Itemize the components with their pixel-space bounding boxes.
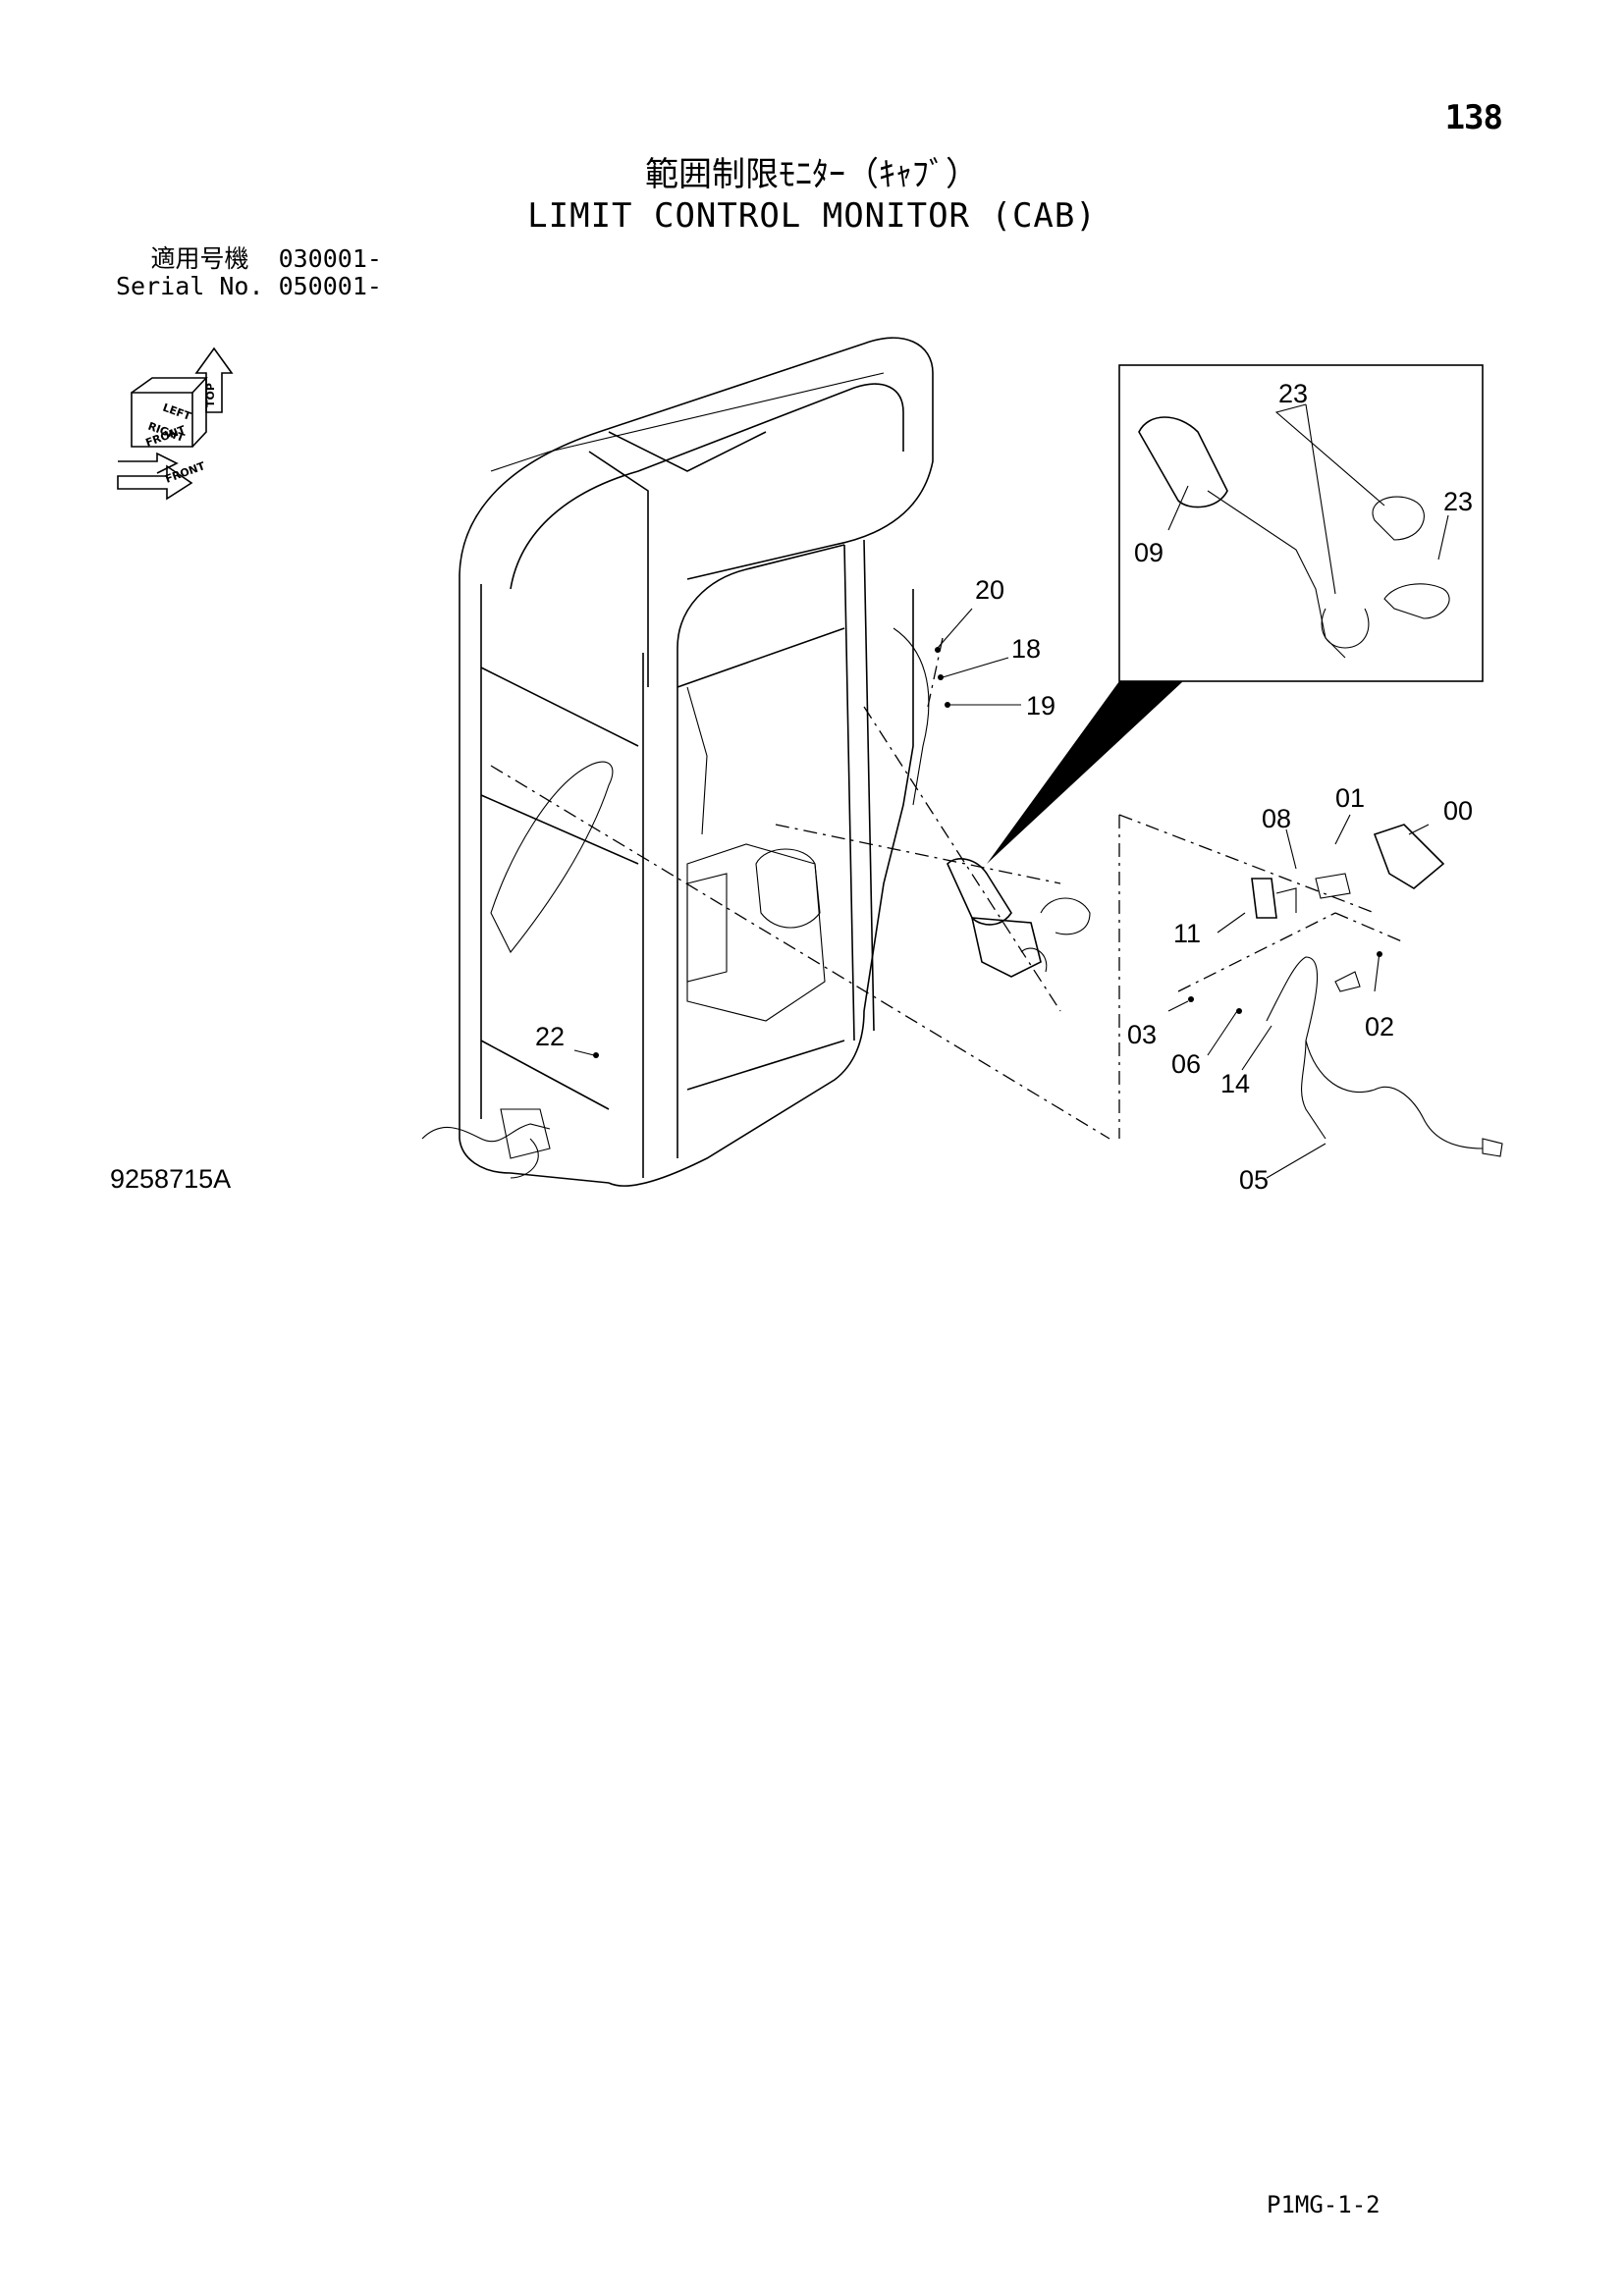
callout-09: 09 bbox=[1134, 538, 1164, 567]
callout-11: 11 bbox=[1173, 919, 1201, 948]
page-title: LIMIT CONTROL MONITOR (CAB) bbox=[527, 196, 1097, 236]
detail-inset bbox=[987, 364, 1484, 864]
callout-22: 22 bbox=[535, 1022, 565, 1051]
drawing-number: 9258715A bbox=[110, 1164, 232, 1194]
callout-20: 20 bbox=[975, 575, 1004, 605]
callout-00: 00 bbox=[1443, 796, 1473, 826]
serial-line-en: Serial No. 050001- bbox=[116, 272, 382, 300]
orientation-label-front-2: FRONT bbox=[164, 459, 207, 486]
callout-18: 18 bbox=[1011, 634, 1041, 664]
callout-labels: 23 23 09 20 18 19 01 00 08 11 03 02 06 1… bbox=[535, 379, 1473, 1195]
orientation-label-left: LEFT bbox=[161, 401, 193, 423]
callout-02: 02 bbox=[1365, 1012, 1394, 1041]
leader-lines bbox=[573, 403, 1449, 1179]
page-title-japanese: 範囲制限ﾓﾆﾀｰ（ｷｬﾌﾞ） bbox=[645, 155, 979, 194]
page-code: P1MG-1-2 bbox=[1267, 2191, 1380, 2218]
serial-number-block: 適用号機 030001- Serial No. 050001- bbox=[116, 245, 382, 300]
orientation-icon: TOP LEFT RIGHT FRONT FRONT bbox=[117, 347, 234, 501]
callout-14: 14 bbox=[1220, 1069, 1250, 1098]
callout-06: 06 bbox=[1171, 1049, 1201, 1079]
lower-harness-drawing bbox=[421, 1108, 551, 1179]
right-parts-drawing bbox=[947, 824, 1503, 1157]
orientation-label-top: TOP bbox=[204, 383, 217, 407]
callout-08: 08 bbox=[1262, 804, 1291, 833]
callout-03: 03 bbox=[1127, 1020, 1157, 1049]
callout-23-b: 23 bbox=[1443, 487, 1473, 516]
callout-19: 19 bbox=[1026, 691, 1056, 721]
serial-line-jp: 適用号機 030001- bbox=[150, 244, 382, 273]
cab-frame-drawing bbox=[459, 337, 934, 1187]
callout-01: 01 bbox=[1335, 783, 1365, 813]
assembly-dashed-lines bbox=[490, 637, 1405, 1140]
page-number: 138 bbox=[1444, 98, 1503, 137]
callout-05: 05 bbox=[1239, 1165, 1269, 1195]
callout-23-a: 23 bbox=[1278, 379, 1308, 408]
